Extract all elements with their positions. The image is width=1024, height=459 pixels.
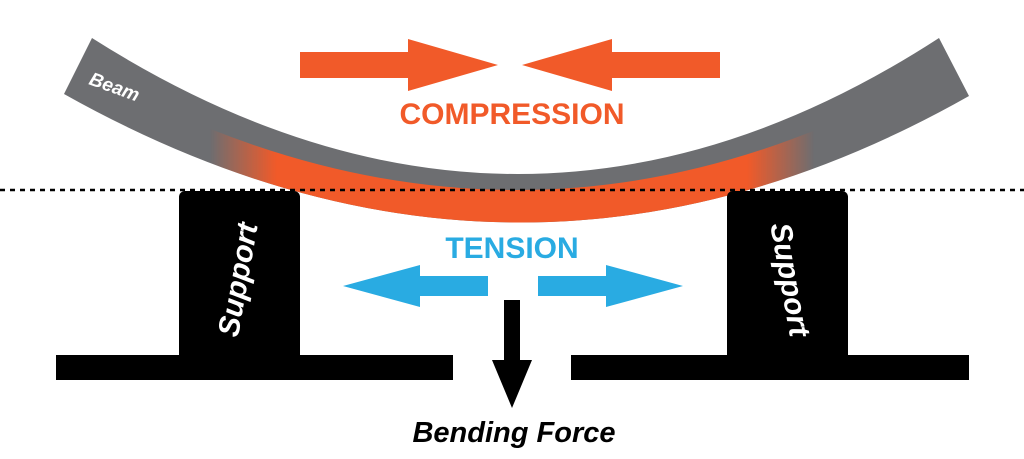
tension-arrow-right: [538, 265, 683, 307]
bending-force-arrow: [492, 300, 532, 408]
compression-arrow-right: [300, 39, 498, 91]
bending-force-label: Bending Force: [412, 417, 615, 449]
support-right: [727, 191, 848, 366]
tension-label: TENSION: [445, 232, 578, 265]
support-left: [179, 191, 300, 366]
tension-arrow-left: [343, 265, 488, 307]
compression-arrow-left: [522, 39, 720, 91]
compression-label: COMPRESSION: [399, 98, 624, 131]
